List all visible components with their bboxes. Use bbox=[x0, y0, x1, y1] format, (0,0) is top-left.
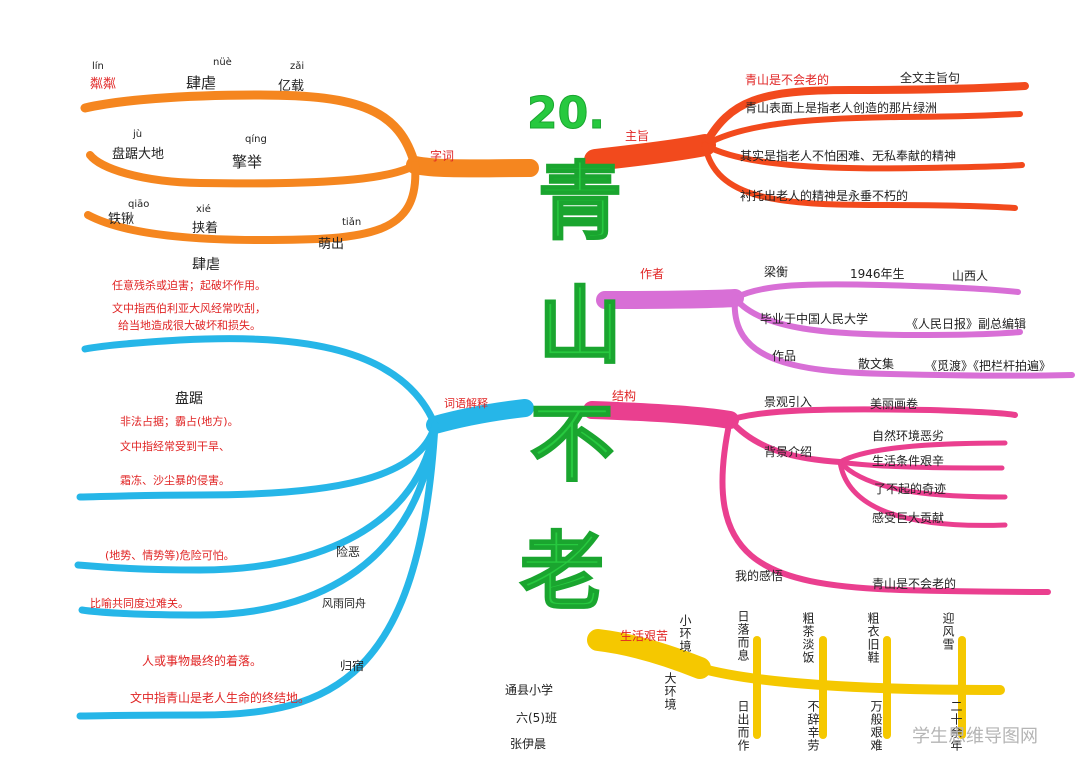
life-branch-lines bbox=[587, 629, 1005, 739]
vocab-def-4-1: 比喻共同度过难关。 bbox=[90, 597, 189, 610]
vocab-word-3: 险恶 bbox=[336, 545, 361, 559]
pinyin-3: zǎi bbox=[290, 61, 305, 72]
pinyin-2: nüè bbox=[213, 57, 232, 68]
vocab-def-3-1: (地势、情势等)危险可怕。 bbox=[105, 549, 235, 562]
vocab-branch-lines bbox=[74, 335, 534, 720]
theme-line-2: 全文主旨句 bbox=[900, 71, 961, 85]
lesson-number: 20. bbox=[527, 88, 606, 140]
title-char-2: 山 bbox=[537, 277, 623, 375]
structure-branch-lines bbox=[583, 401, 1051, 595]
life-bottom-1: 日出而作 bbox=[736, 700, 750, 752]
life-top-2: 粗茶淡饭 bbox=[801, 612, 815, 664]
vocab-def-1-3: 给当地造成很大破坏和损失。 bbox=[118, 319, 261, 332]
life-top-3: 粗衣旧鞋 bbox=[866, 612, 880, 664]
title-char-1: 青 bbox=[537, 153, 623, 251]
word-1: 粼粼 bbox=[90, 77, 117, 92]
life-side-label-2: 大环境 bbox=[663, 672, 677, 711]
author-branch-lines bbox=[596, 281, 1075, 379]
structure-line-7: 感受巨大贡献 bbox=[872, 511, 945, 525]
author-line-4: 毕业于中国人民大学 bbox=[760, 312, 869, 326]
title-char-4: 老 bbox=[519, 523, 605, 621]
life-branch-label: 生活艰苦 bbox=[620, 629, 669, 643]
title-char-3: 不 bbox=[529, 395, 615, 493]
pinyin-4: jù bbox=[133, 129, 143, 140]
vocab-word-2: 盘踞 bbox=[175, 391, 203, 407]
author-branch-label: 作者 bbox=[640, 267, 665, 281]
life-top-1: 日落而息 bbox=[736, 610, 750, 662]
credit-school: 通县小学 bbox=[505, 683, 554, 697]
vocab-word-5: 归宿 bbox=[340, 659, 365, 673]
vocab-def-1-2: 文中指西伯利亚大风经常吹刮， bbox=[112, 302, 266, 315]
author-line-1: 梁衡 bbox=[764, 265, 789, 279]
pinyin-8: tiǎn bbox=[342, 217, 362, 228]
vocab-def-5-1: 人或事物最终的着落。 bbox=[142, 654, 263, 668]
theme-line-1: 青山是不会老的 bbox=[745, 73, 830, 87]
author-line-2: 1946年生 bbox=[850, 267, 905, 281]
theme-branch-label: 主旨 bbox=[625, 129, 650, 143]
structure-line-8: 我的感悟 bbox=[735, 569, 784, 583]
author-line-3: 山西人 bbox=[952, 269, 989, 283]
structure-line-3: 背景介绍 bbox=[764, 445, 813, 459]
word-2: 肆虐 bbox=[186, 74, 217, 92]
vocab-word-4: 风雨同舟 bbox=[322, 597, 366, 610]
pinyin-7: xié bbox=[196, 204, 211, 215]
word-3: 亿载 bbox=[278, 79, 305, 94]
credit-name: 张伊晨 bbox=[510, 737, 547, 751]
pinyin-6: qiāo bbox=[128, 199, 150, 210]
vocab-def-2-2: 文中指经常受到干旱、 bbox=[120, 440, 230, 453]
structure-line-4: 自然环境恶劣 bbox=[872, 429, 945, 443]
structure-line-2: 美丽画卷 bbox=[870, 397, 919, 411]
theme-line-3: 青山表面上是指老人创造的那片绿洲 bbox=[745, 101, 938, 115]
word-8: 萌出 bbox=[318, 237, 345, 252]
vocab-def-1-1: 任意残杀或迫害；起破坏作用。 bbox=[112, 279, 266, 292]
life-top-4: 迎风雪 bbox=[941, 612, 955, 651]
vocab-def-2-1: 非法占据；霸占(地方)。 bbox=[120, 415, 239, 428]
structure-line-9: 青山是不会老的 bbox=[872, 577, 957, 591]
word-4: 盘踞大地 bbox=[112, 147, 165, 162]
life-bottom-2: 不辞辛劳 bbox=[806, 700, 820, 752]
vocab-def-2-3: 霜冻、沙尘暴的侵害。 bbox=[120, 474, 230, 487]
structure-line-6: 了不起的奇迹 bbox=[874, 482, 947, 496]
words-branch-lines bbox=[80, 90, 539, 245]
vocab-def-5-2: 文中指青山是老人生命的终结地。 bbox=[130, 691, 311, 705]
theme-branch-lines bbox=[584, 82, 1029, 211]
structure-line-1: 景观引入 bbox=[764, 395, 813, 409]
vocab-branch-label: 词语解释 bbox=[444, 397, 488, 410]
pinyin-1: lín bbox=[92, 61, 104, 72]
credit-class: 六(5)班 bbox=[516, 711, 557, 725]
watermark: 学生思维导图网 bbox=[912, 726, 1038, 747]
life-side-label: 小环境 bbox=[678, 614, 692, 653]
vocab-word-1: 肆虐 bbox=[192, 257, 220, 273]
word-5: 擎举 bbox=[232, 153, 263, 171]
life-bottom-4: 二十余年 bbox=[949, 700, 963, 752]
theme-line-5: 衬托出老人的精神是永垂不朽的 bbox=[740, 189, 909, 203]
word-7: 挟着 bbox=[192, 221, 219, 236]
words-branch-label: 字词 bbox=[430, 149, 455, 163]
word-6: 铁锹 bbox=[108, 212, 135, 227]
author-line-5: 《人民日报》副总编辑 bbox=[906, 317, 1027, 331]
structure-line-5: 生活条件艰辛 bbox=[872, 454, 945, 468]
structure-branch-label: 结构 bbox=[612, 389, 637, 403]
author-line-8: 《觅渡》《把栏杆拍遍》 bbox=[925, 359, 1052, 373]
life-bottom-3: 万般艰难 bbox=[869, 700, 883, 752]
pinyin-5: qíng bbox=[245, 134, 267, 145]
author-line-6: 作品 bbox=[772, 349, 797, 363]
author-line-7: 散文集 bbox=[858, 357, 895, 371]
theme-line-4: 其实是指老人不怕困难、无私奉献的精神 bbox=[740, 149, 957, 163]
